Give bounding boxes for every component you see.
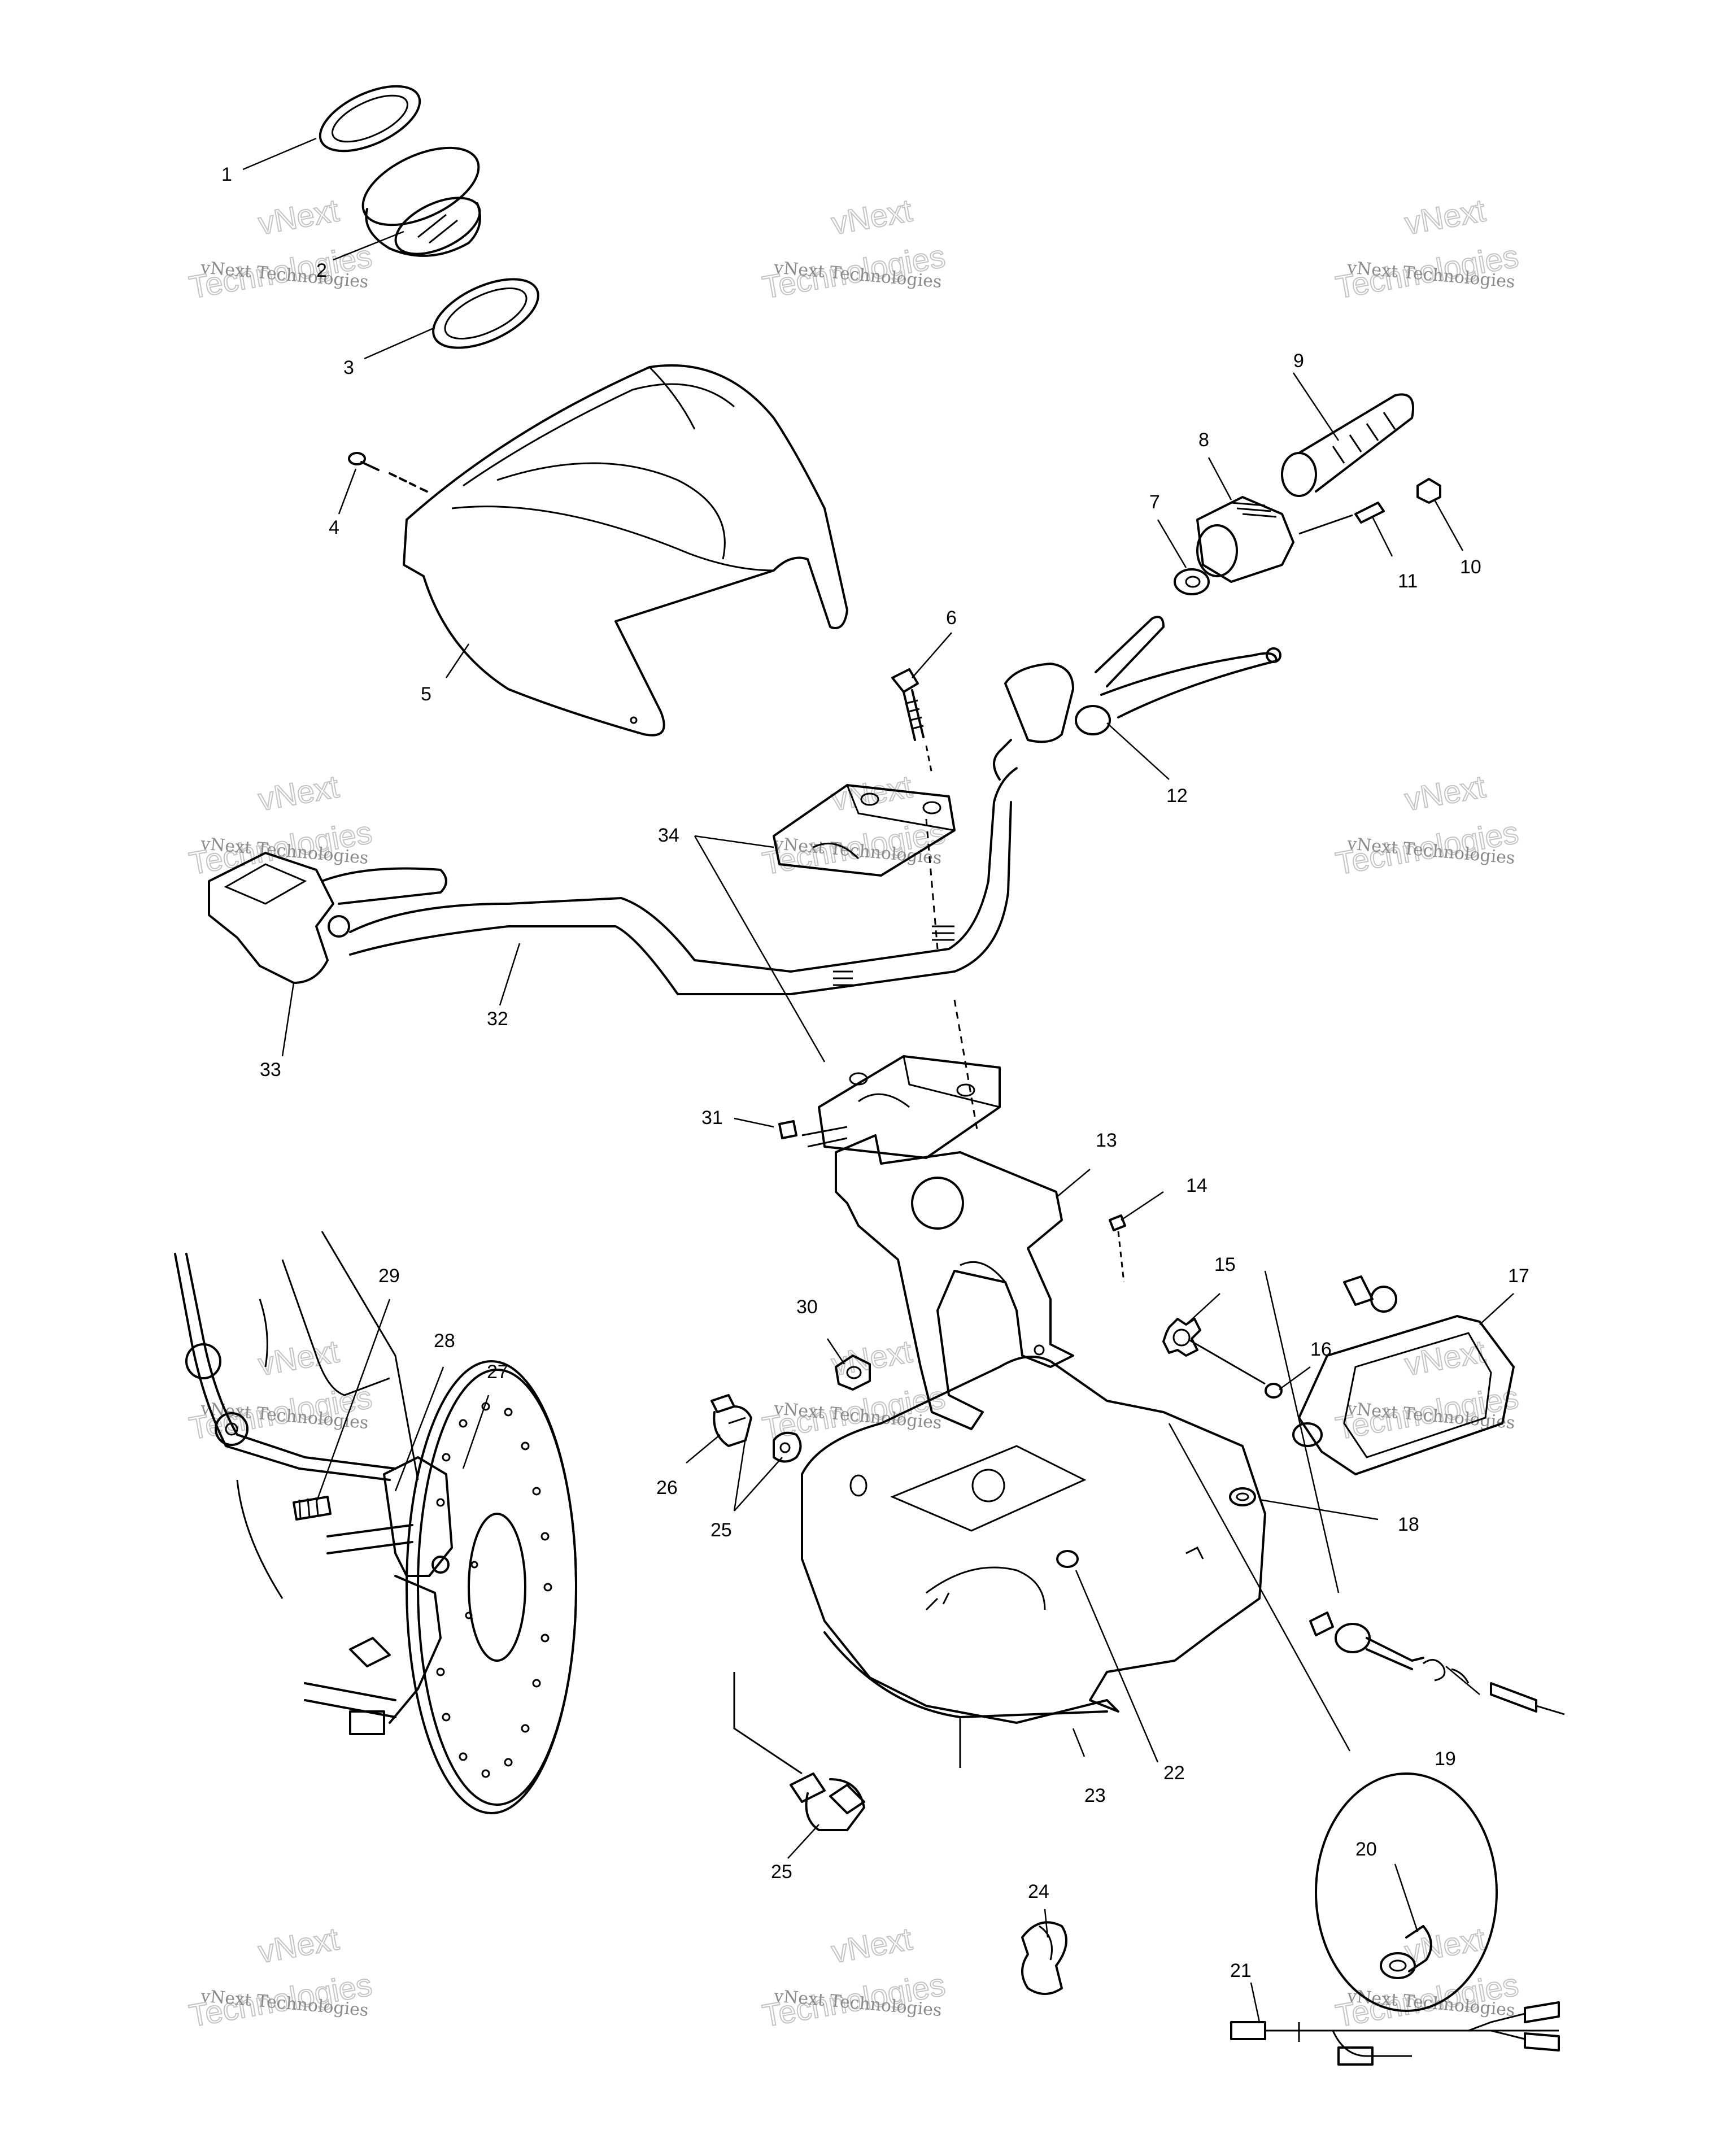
svg-text:vNext: vNext — [829, 192, 914, 241]
label-28: 28 — [434, 1330, 455, 1352]
label-3: 3 — [343, 357, 354, 378]
part-33-master-cylinder — [208, 852, 447, 984]
watermark: vNext Technologies vNext Technologies — [1332, 1920, 1522, 2034]
watermark: vNext Technologies vNext Technologies — [1332, 1332, 1522, 1447]
label-20: 20 — [1355, 1839, 1377, 1860]
label-2: 2 — [316, 260, 327, 281]
part-7-washer — [1174, 568, 1210, 595]
label-24: 24 — [1028, 1881, 1049, 1902]
part-27-caliper — [304, 1456, 453, 1735]
watermarks: vNext Technologies vNext Technologies vN… — [186, 191, 1522, 2034]
watermark: vNext Technologies vNext Technologies — [186, 191, 375, 306]
label-15: 15 — [1214, 1254, 1236, 1275]
label-18: 18 — [1398, 1514, 1419, 1535]
label-21: 21 — [1230, 1960, 1252, 1981]
part-5-handlebar-cover — [403, 364, 848, 737]
leader-lines — [242, 137, 1514, 2023]
label-10: 10 — [1460, 556, 1481, 578]
part-11-set-screw — [1298, 502, 1385, 535]
svg-text:vNext: vNext — [829, 1333, 914, 1382]
part-34-lower-clamp — [818, 1055, 1001, 1159]
part-29-banjo-bolt — [293, 1496, 332, 1521]
label-8: 8 — [1198, 429, 1209, 451]
label-32: 32 — [487, 1008, 508, 1030]
label-30: 30 — [796, 1296, 818, 1318]
label-31: 31 — [701, 1107, 723, 1129]
label-4: 4 — [329, 517, 339, 538]
label-12: 12 — [1166, 785, 1188, 807]
part-31-nut — [778, 1120, 848, 1148]
label-5: 5 — [421, 683, 431, 705]
part-26-switch — [710, 1394, 752, 1447]
watermark: vNext Technologies vNext Technologies — [759, 1920, 948, 2034]
label-7: 7 — [1149, 491, 1160, 513]
part-30-nut — [835, 1354, 871, 1391]
part-fork-outline — [236, 1231, 419, 1599]
part-25-switch-upper — [773, 1431, 802, 1463]
label-14: 14 — [1186, 1175, 1207, 1196]
svg-text:vNext: vNext — [255, 768, 341, 817]
svg-text:vNext: vNext — [255, 1920, 341, 1970]
part-21-wiring-harness — [1230, 2001, 1560, 2066]
watermark: vNext Technologies vNext Technologies — [759, 191, 948, 306]
part-10-nut — [1416, 478, 1441, 504]
svg-text:vNext: vNext — [255, 192, 341, 241]
part-20-detail-clip — [1315, 1772, 1498, 2012]
part-22-grommet — [1056, 1550, 1079, 1568]
part-labels: 1 2 3 4 5 6 7 8 9 10 11 12 13 14 15 16 1… — [221, 164, 1529, 1981]
part-brake-disc — [406, 1360, 577, 1814]
part-4-screw — [348, 452, 430, 494]
svg-text:vNext: vNext — [1402, 768, 1488, 817]
label-11: 11 — [1398, 570, 1418, 592]
label-27: 27 — [487, 1361, 508, 1383]
label-1: 1 — [221, 164, 232, 185]
part-9-grip — [1281, 393, 1414, 497]
svg-text:vNext: vNext — [829, 768, 914, 817]
svg-text:vNext: vNext — [1402, 192, 1488, 241]
label-23: 23 — [1084, 1785, 1106, 1806]
svg-text:vNext: vNext — [829, 1920, 914, 1970]
label-25-lower: 25 — [771, 1861, 792, 1883]
part-8-throttle-housing — [1196, 496, 1294, 583]
part-13-mounting-bracket — [835, 1134, 1074, 1430]
label-6: 6 — [946, 607, 957, 629]
part-12-brake-lever — [993, 616, 1281, 781]
part-15-adjuster-knob — [1162, 1318, 1266, 1385]
label-19: 19 — [1435, 1748, 1456, 1770]
label-34: 34 — [658, 825, 679, 846]
label-16: 16 — [1310, 1339, 1332, 1360]
part-17-headlight — [1292, 1275, 1515, 1475]
part-18-grommet — [1229, 1487, 1256, 1506]
part-32-handlebar — [349, 767, 1018, 1130]
svg-text:vNext: vNext — [255, 1333, 341, 1382]
label-26: 26 — [656, 1477, 678, 1499]
label-13: 13 — [1096, 1130, 1117, 1151]
part-19-bulb-socket — [1309, 1611, 1565, 1715]
watermark: vNext Technologies vNext Technologies — [186, 768, 375, 882]
watermark: vNext Technologies vNext Technologies — [1332, 768, 1522, 882]
part-6-bolt — [891, 668, 933, 774]
part-2-bushing — [361, 146, 481, 257]
part-23-headlight-housing — [801, 1356, 1266, 1768]
label-17: 17 — [1508, 1265, 1529, 1287]
watermark: vNext Technologies vNext Technologies — [186, 1920, 375, 2034]
part-1-seal-ring — [319, 85, 421, 153]
label-9: 9 — [1293, 350, 1304, 372]
part-28-brake-line — [174, 1253, 396, 1481]
label-25-upper: 25 — [710, 1519, 732, 1541]
part-3-seal-ring — [432, 278, 539, 349]
part-25-switch — [733, 1672, 865, 1831]
label-33: 33 — [260, 1059, 281, 1081]
part-24-clip — [1021, 1921, 1067, 1995]
label-22: 22 — [1163, 1762, 1185, 1784]
part-16-nut — [1265, 1383, 1283, 1399]
watermark: vNext Technologies vNext Technologies — [1332, 191, 1522, 306]
label-29: 29 — [378, 1265, 400, 1287]
part-14-screw — [1109, 1214, 1126, 1283]
part-34-upper-clamp — [773, 784, 956, 877]
